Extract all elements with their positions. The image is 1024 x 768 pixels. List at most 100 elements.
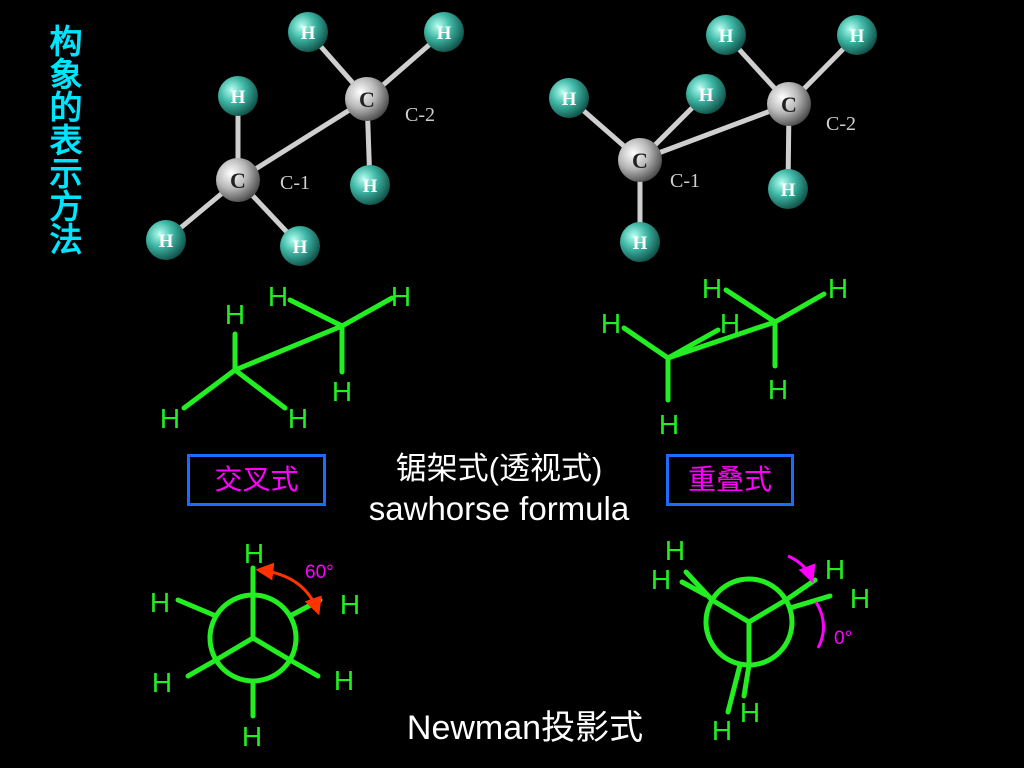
bond xyxy=(181,367,238,411)
front-bond-extension xyxy=(185,657,219,679)
newman-staggered-bonds xyxy=(175,565,323,719)
hydrogen-atom xyxy=(620,222,660,262)
atom-letter-h: H xyxy=(850,26,865,47)
h-label: H xyxy=(160,403,180,434)
atom-letter-c: C xyxy=(781,92,797,117)
h-label: H xyxy=(720,308,740,339)
h-label: H xyxy=(702,273,722,304)
rear-bond xyxy=(175,597,219,619)
newman-title: Newman投影式 xyxy=(406,709,644,747)
ball-stick-eclipsed-atom-letters: H H H H H H C C xyxy=(562,26,865,254)
atom-letter-h: H xyxy=(437,23,452,44)
sawhorse-title-cn: 锯架式(透视式) xyxy=(395,451,603,486)
ball-stick-eclipsed-bonds xyxy=(566,32,860,245)
ball-stick-staggered-bonds xyxy=(163,29,447,249)
h-label: H xyxy=(150,587,170,618)
front-bond-extension xyxy=(287,657,321,679)
carbon-2-label: C-2 xyxy=(405,104,435,126)
rear-bond xyxy=(679,579,709,598)
rear-bond xyxy=(787,593,833,611)
newman-staggered-h-labels: H H H H H H xyxy=(150,538,360,752)
carbon-1-label: C-1 xyxy=(280,172,310,194)
carbon-1-label: C-1 xyxy=(670,170,700,192)
front-bond-extension xyxy=(783,577,818,603)
atom-letter-h: H xyxy=(562,89,577,110)
sawhorse-staggered: H H H H H H xyxy=(160,281,411,434)
hydrogen-atom xyxy=(288,12,328,52)
eclipsed-label-box: 重叠式 xyxy=(666,454,794,506)
eclipsed-label: 重叠式 xyxy=(687,463,772,496)
h-label: H xyxy=(651,564,671,595)
sawhorse-eclipsed-bonds xyxy=(621,287,827,403)
rotation-arrow-top xyxy=(787,554,816,584)
atom-letter-h: H xyxy=(699,85,714,106)
carbon-atom xyxy=(618,138,662,182)
h-label: H xyxy=(712,715,732,746)
atom-letter-c: C xyxy=(230,168,246,193)
h-label: H xyxy=(850,583,870,614)
h-label: H xyxy=(334,665,354,696)
bond-c1-c2 xyxy=(665,319,778,361)
ball-stick-staggered: H H H H H H C C C-2 C-1 xyxy=(146,12,464,266)
front-bond xyxy=(213,635,256,663)
atom-letter-h: H xyxy=(301,23,316,44)
h-label: H xyxy=(601,308,621,339)
staggered-label: 交叉式 xyxy=(214,463,299,496)
newman-eclipsed-h-labels: H H H H H H xyxy=(651,535,870,746)
sawhorse-title-en: sawhorse formula xyxy=(368,490,630,527)
staggered-label-box: 交叉式 xyxy=(187,454,326,506)
carbon-atom xyxy=(767,82,811,126)
carbon-atom xyxy=(345,77,389,121)
h-label: H xyxy=(225,299,245,330)
carbon-atom xyxy=(216,158,260,202)
ball-stick-eclipsed: H H H H H H C C C-2 C-1 xyxy=(549,15,877,262)
hydrogen-atom xyxy=(768,169,808,209)
bond-c1-c2 xyxy=(637,101,792,163)
front-bond xyxy=(746,597,789,625)
hydrogen-atom xyxy=(686,74,726,114)
hydrogen-atom xyxy=(424,12,464,52)
h-label: H xyxy=(828,273,848,304)
bond xyxy=(232,367,288,411)
h-label: H xyxy=(665,535,685,566)
h-label: H xyxy=(825,554,845,585)
bond xyxy=(287,297,345,329)
bond-c1-c2 xyxy=(235,96,370,183)
h-label: H xyxy=(152,667,172,698)
hydrogen-atom xyxy=(218,76,258,116)
ball-stick-eclipsed-atoms xyxy=(549,15,877,262)
hydrogen-atom xyxy=(837,15,877,55)
rear-bond xyxy=(725,662,743,715)
carbon-2-label: C-2 xyxy=(826,113,856,135)
bond-c1-c2 xyxy=(232,323,345,373)
h-label: H xyxy=(340,589,360,620)
h-label: H xyxy=(659,409,679,440)
slide-title: 构象的表示方法 xyxy=(44,24,83,255)
hydrogen-atom xyxy=(706,15,746,55)
ball-stick-staggered-atoms xyxy=(146,12,464,266)
atom-letter-h: H xyxy=(719,26,734,47)
sawhorse-staggered-h-labels: H H H H H H xyxy=(160,281,411,434)
bond xyxy=(621,325,671,361)
hydrogen-atom xyxy=(350,165,390,205)
hydrogen-atom xyxy=(280,226,320,266)
atom-letter-c: C xyxy=(359,87,375,112)
angle-label-60: 60° xyxy=(305,562,334,583)
h-label: H xyxy=(391,281,411,312)
newman-eclipsed: H H H H H H 0° xyxy=(651,535,870,746)
front-bond xyxy=(250,635,293,663)
front-bond xyxy=(709,597,752,625)
h-label: H xyxy=(768,374,788,405)
h-label: H xyxy=(242,721,262,752)
h-label: H xyxy=(288,403,308,434)
sawhorse-eclipsed: H H H H H H xyxy=(601,273,848,440)
sawhorse-eclipsed-h-labels: H H H H H H xyxy=(601,273,848,440)
hydrogen-atom xyxy=(146,220,186,260)
atom-letter-c: C xyxy=(632,148,648,173)
newman-eclipsed-bonds xyxy=(679,569,833,715)
atom-letter-h: H xyxy=(363,176,378,197)
bond xyxy=(772,291,827,325)
atom-letter-h: H xyxy=(633,233,648,254)
ball-stick-staggered-atom-letters: H H H H H H C C xyxy=(159,23,452,258)
h-label: H xyxy=(268,281,288,312)
